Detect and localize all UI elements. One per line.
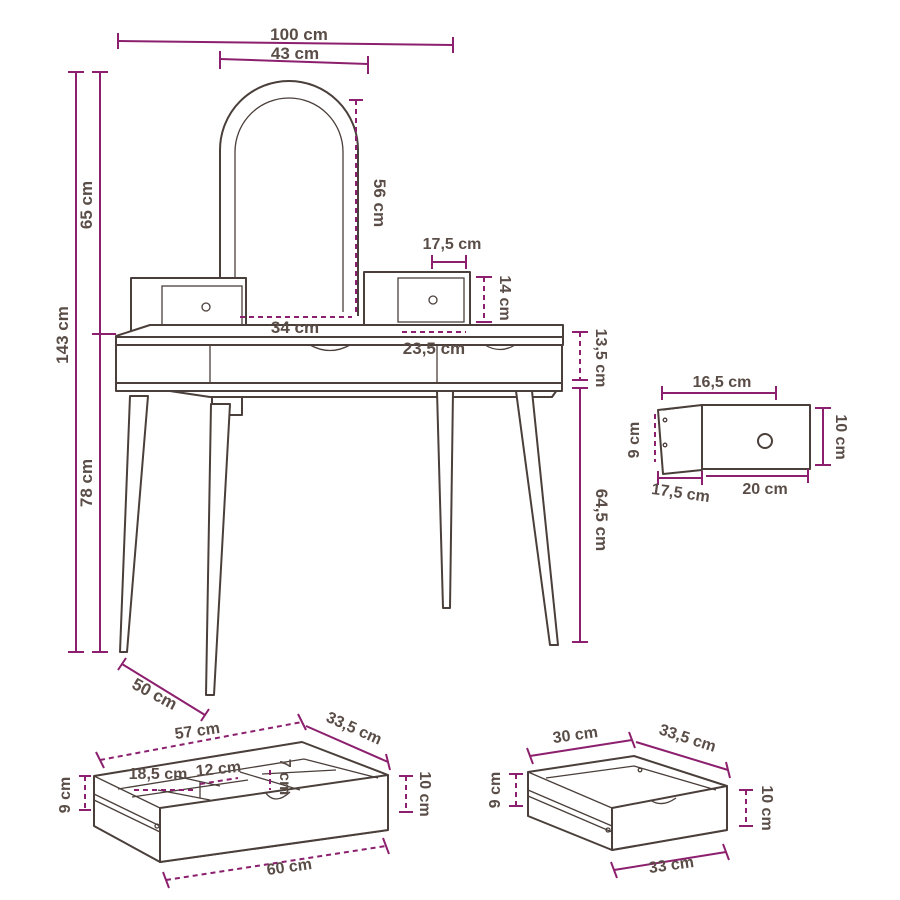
label-big-drawer-height: 10 cm bbox=[416, 771, 433, 816]
label-big-drawer-inner-width: 57 cm bbox=[174, 720, 221, 743]
label-leg-height: 78 cm bbox=[77, 459, 96, 507]
label-total-height: 143 cm bbox=[53, 306, 72, 364]
label-box-spacing: 23,5 cm bbox=[403, 339, 465, 358]
label-big-drawer-depth: 33,5 cm bbox=[324, 709, 385, 748]
label-apron-height: 13,5 cm bbox=[592, 329, 609, 388]
label-big-drawer-compartment-2: 12 cm bbox=[195, 759, 242, 781]
large-drawer bbox=[93, 741, 389, 863]
legs bbox=[119, 390, 559, 696]
right-box bbox=[363, 271, 471, 328]
label-small-drawer-width: 20 cm bbox=[742, 481, 787, 498]
knob-icon bbox=[757, 433, 773, 449]
label-box-width: 17,5 cm bbox=[423, 236, 482, 253]
label-medium-drawer-width: 33 cm bbox=[648, 854, 695, 877]
small-drawer bbox=[657, 404, 811, 475]
label-upper-height: 65 cm bbox=[77, 181, 96, 229]
tabletop bbox=[115, 324, 564, 416]
label-big-drawer-divider-height: 7 cm bbox=[276, 759, 293, 795]
vanity-table bbox=[115, 80, 564, 696]
label-mirror-height: 56 cm bbox=[370, 179, 389, 227]
mirror bbox=[219, 80, 359, 335]
label-total-width: 100 cm bbox=[270, 25, 328, 44]
label-big-drawer-width: 60 cm bbox=[266, 856, 313, 879]
label-box-height: 14 cm bbox=[496, 275, 513, 320]
knob-icon bbox=[201, 302, 211, 312]
label-big-drawer-compartment-1: 18,5 cm bbox=[129, 766, 188, 783]
dimension-lines bbox=[68, 33, 831, 889]
label-medium-drawer-inner-height: 9 cm bbox=[487, 772, 504, 808]
label-small-drawer-inner-width: 16,5 cm bbox=[693, 374, 752, 391]
label-big-drawer-inner-height: 9 cm bbox=[57, 777, 74, 813]
knob-icon bbox=[428, 295, 438, 305]
label-mirror-inner-width: 34 cm bbox=[271, 318, 319, 337]
label-small-drawer-inner-height: 9 cm bbox=[626, 422, 643, 458]
label-medium-drawer-inner-width: 30 cm bbox=[552, 724, 599, 747]
label-table-depth: 50 cm bbox=[129, 674, 180, 713]
label-medium-drawer-height: 10 cm bbox=[758, 785, 775, 830]
label-mirror-width: 43 cm bbox=[271, 44, 319, 63]
dimension-labels: 100 cm 43 cm 143 cm 65 cm 56 cm 17,5 cm … bbox=[53, 25, 849, 879]
medium-drawer bbox=[527, 755, 728, 851]
label-table-height: 64,5 cm bbox=[592, 489, 611, 551]
label-small-drawer-height: 10 cm bbox=[832, 414, 849, 459]
